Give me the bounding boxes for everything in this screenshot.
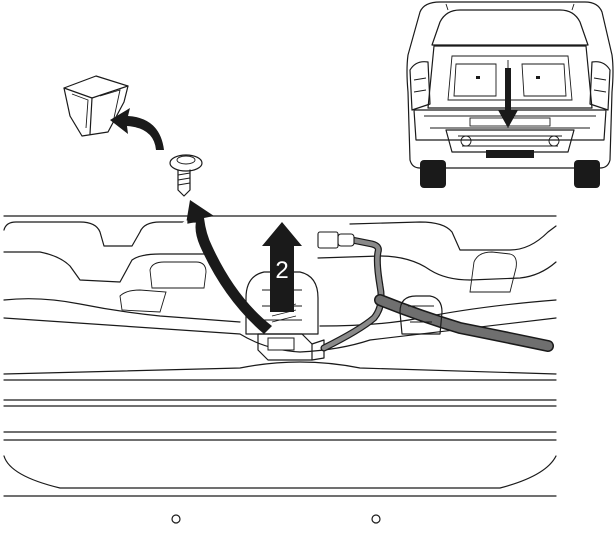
cover-cap-part xyxy=(63,75,129,137)
electrical-cable xyxy=(317,231,554,352)
vehicle-rear-view-inset xyxy=(406,1,614,188)
cable-bracket xyxy=(399,295,443,335)
remove-cover-arrow-icon xyxy=(110,108,164,150)
bumper-structure xyxy=(3,215,557,524)
step-2-arrow: 2 xyxy=(262,222,302,312)
step-1-arrow: 1 xyxy=(180,200,272,334)
location-arrow-icon xyxy=(498,68,518,128)
tow-hook-socket xyxy=(245,271,325,361)
step-2-label: 2 xyxy=(275,257,288,284)
step-1-label: 1 xyxy=(180,216,192,241)
bolt-part xyxy=(169,154,203,197)
